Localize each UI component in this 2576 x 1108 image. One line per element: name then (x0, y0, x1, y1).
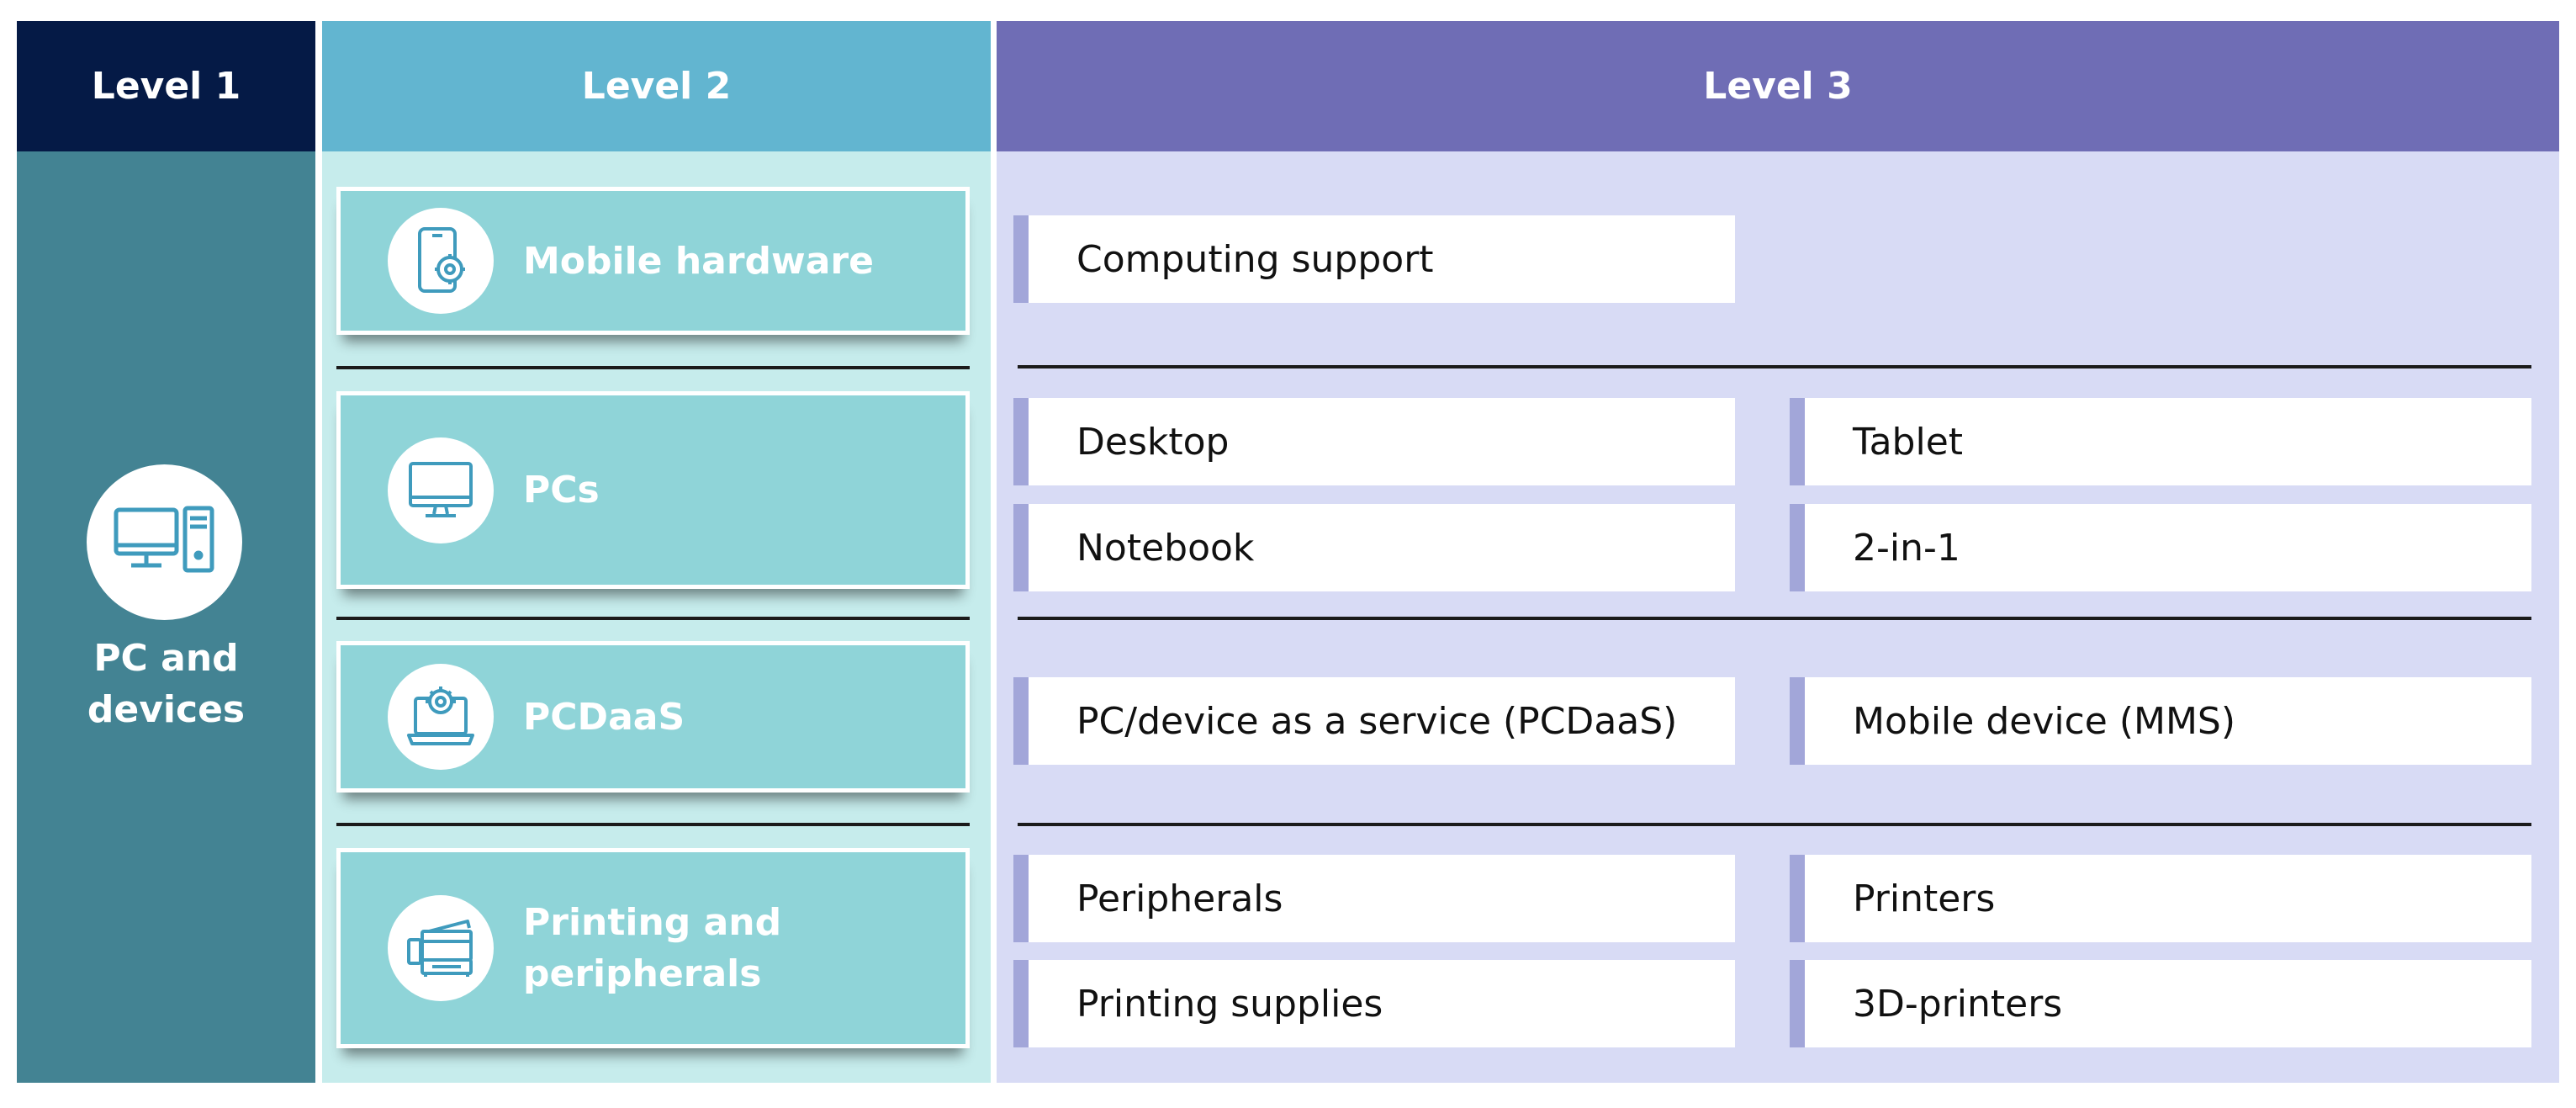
level3-item: Tablet (1790, 398, 2531, 485)
level3-item-label: Notebook (1076, 526, 1255, 570)
level3-item-label: Peripherals (1076, 877, 1283, 920)
level2-label-line1: Printing and (523, 901, 782, 944)
level2-label-line1: PCDaaS (523, 695, 685, 739)
level2-label-line2: peripherals (523, 952, 762, 995)
level2-label: Mobile hardware (523, 236, 874, 287)
divider (336, 366, 970, 369)
level1-header-label: Level 1 (91, 65, 241, 108)
laptop-gear-icon (407, 687, 474, 745)
divider (336, 617, 970, 620)
level2-header-label: Level 2 (581, 65, 732, 108)
printer-icon (407, 920, 473, 977)
desktop-computer-icon (114, 506, 214, 572)
level2-label: Printing and peripherals (523, 897, 781, 999)
level2-icon-circle (388, 664, 494, 770)
level2-icon-circle (388, 437, 494, 543)
level3-item: 2-in-1 (1790, 504, 2531, 591)
divider (1018, 617, 2531, 620)
divider (1018, 823, 2531, 826)
level3-item-label: Printing supplies (1076, 982, 1383, 1026)
mobile-settings-icon (418, 227, 465, 293)
level3-item: Printing supplies (1013, 960, 1735, 1047)
level2-header: Level 2 (322, 21, 991, 151)
level1-header: Level 1 (17, 21, 315, 151)
level2-card-pcs: PCs (336, 391, 970, 589)
level3-item-label: Printers (1853, 877, 1996, 920)
level1-icon-circle (87, 464, 242, 620)
level3-header-label: Level 3 (1703, 65, 1853, 108)
level3-item: Mobile device (MMS) (1790, 677, 2531, 765)
level3-item: Notebook (1013, 504, 1735, 591)
level3-item: PC/device as a service (PCDaaS) (1013, 677, 1735, 765)
level2-icon-circle (388, 208, 494, 314)
level3-item-label: 3D-printers (1853, 982, 2063, 1026)
level3-item: Computing support (1013, 215, 1735, 303)
monitor-icon (409, 461, 473, 517)
level1-label-line1: PC and (93, 637, 239, 680)
level3-item: Peripherals (1013, 855, 1735, 942)
level2-card-mobile-hardware: Mobile hardware (336, 187, 970, 335)
level2-label: PCs (523, 464, 600, 516)
level3-item-label: PC/device as a service (PCDaaS) (1076, 699, 1678, 743)
level2-card-pcdaas: PCDaaS (336, 641, 970, 793)
level2-icon-circle (388, 895, 494, 1001)
level2-label-line1: Mobile hardware (523, 239, 874, 283)
level2-label: PCDaaS (523, 692, 685, 743)
level1-label-line2: devices (87, 688, 246, 731)
level3-item-label: Computing support (1076, 237, 1434, 281)
level3-item-label: Mobile device (MMS) (1853, 699, 2236, 743)
level2-label-line1: PCs (523, 469, 600, 512)
level3-item: 3D-printers (1790, 960, 2531, 1047)
level2-card-printing: Printing and peripherals (336, 848, 970, 1048)
level3-item-label: Desktop (1076, 420, 1230, 464)
level1-label: PC and devices (17, 633, 315, 735)
divider (336, 823, 970, 826)
divider (1018, 365, 2531, 368)
level3-item-label: 2-in-1 (1853, 526, 1960, 570)
level3-item: Printers (1790, 855, 2531, 942)
level3-item-label: Tablet (1853, 420, 1964, 464)
level3-header: Level 3 (997, 21, 2559, 151)
level3-item: Desktop (1013, 398, 1735, 485)
